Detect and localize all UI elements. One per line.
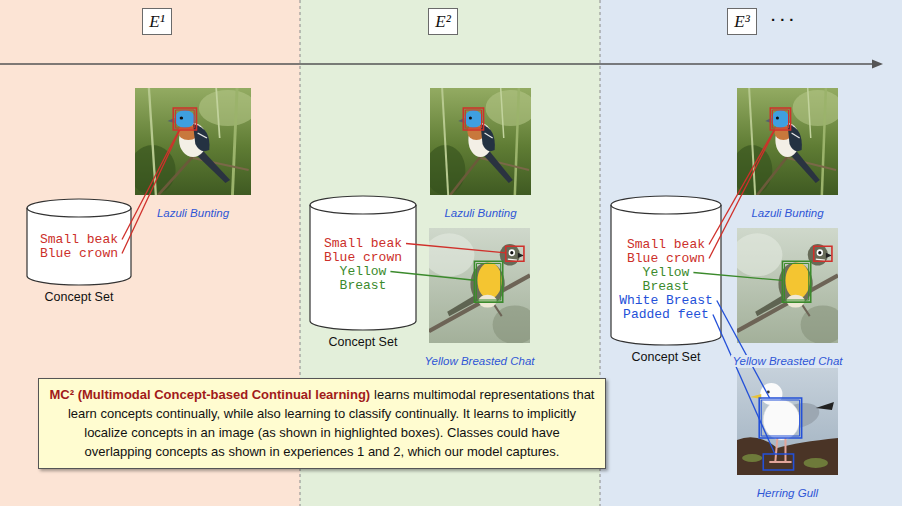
concept-text: Small beak Blue crown <box>625 238 707 266</box>
highlight-group <box>759 398 801 470</box>
concept-text: Small beak Blue crown <box>322 237 404 265</box>
bird-photo: Herring Gull <box>737 368 838 475</box>
bird-photo-image <box>737 368 838 475</box>
cylinder-body <box>27 199 131 285</box>
bird-photo-image <box>732 228 845 344</box>
highlight-box <box>476 263 500 300</box>
highlight-group <box>474 246 523 302</box>
species-caption: Herring Gull <box>755 487 820 499</box>
bird-photo: Lazuli Bunting <box>135 88 251 195</box>
highlight-group <box>173 108 196 130</box>
bird-photo-image <box>425 88 536 195</box>
note-heading: MC² (Multimodal Concept-based Continual … <box>50 387 371 402</box>
highlight-box <box>506 246 524 261</box>
cylinder-rim <box>27 208 131 217</box>
bird-photo-image <box>424 228 537 344</box>
highlight-box <box>474 261 502 302</box>
experience-label: E² <box>435 12 450 32</box>
highlight-box <box>463 108 483 130</box>
species-caption: Lazuli Bunting <box>442 207 518 219</box>
bird-photo: Yellow Breasted Chat <box>429 228 530 343</box>
timeline-arrow <box>0 63 874 64</box>
timeline-arrowhead <box>872 60 883 69</box>
concept-link <box>713 315 775 455</box>
highlight-box <box>770 108 790 130</box>
label-holder: Concept Set <box>6 290 152 304</box>
concept-set-label: Concept Set <box>6 290 152 304</box>
species-caption: Lazuli Bunting <box>749 207 825 219</box>
highlight-box <box>176 110 195 128</box>
highlight-box <box>784 263 808 300</box>
highlight-box <box>759 398 801 438</box>
cylinder-rim <box>310 205 416 214</box>
bird-photo: Lazuli Bunting <box>737 88 838 195</box>
concept-text: White Breast Padded feet <box>617 294 715 322</box>
continuation-dots: · · · <box>771 11 794 28</box>
species-caption: Yellow Breasted Chat <box>731 355 845 367</box>
concept-set-cylinder: Small beak Blue crownConcept Set <box>26 198 132 309</box>
highlight-group <box>463 108 483 130</box>
highlight-box <box>772 110 788 128</box>
highlight-box <box>782 261 810 302</box>
concept-link <box>717 301 770 399</box>
highlight-group <box>782 246 831 302</box>
species-caption: Yellow Breasted Chat <box>423 355 537 367</box>
caption-holder: Yellow Breasted Chat <box>369 351 590 369</box>
experience-box: E² <box>428 8 458 35</box>
highlight-box <box>814 246 832 261</box>
bird-photo: Yellow Breasted Chat <box>737 228 838 343</box>
concept-set-label: Concept Set <box>289 335 437 349</box>
caption-holder: Yellow Breasted Chat <box>677 351 898 369</box>
label-holder: Concept Set <box>289 335 437 349</box>
label-holder: · · · <box>771 11 794 29</box>
label-holder: Concept Set <box>590 350 742 364</box>
concept-text: Yellow Breast <box>334 265 393 293</box>
bird-photo-image <box>732 88 843 195</box>
highlight-box <box>763 454 793 470</box>
highlight-box <box>761 400 799 436</box>
experience-panel <box>600 0 902 506</box>
species-caption: Lazuli Bunting <box>155 207 231 219</box>
caption-holder: Herring Gull <box>677 483 898 501</box>
cylinder-body <box>310 196 416 330</box>
bird-photo-image <box>129 88 257 195</box>
concept-set-cylinder: Small beak Blue crownYellow BreastWhite … <box>610 195 722 369</box>
experience-box: E¹ <box>142 8 172 35</box>
concept-text: Yellow Breast <box>637 266 696 294</box>
experience-label: E¹ <box>149 12 164 32</box>
experience-label: E³ <box>734 12 749 32</box>
highlight-box <box>173 108 196 130</box>
cylinder-rim <box>611 205 721 214</box>
highlight-group <box>770 108 790 130</box>
highlight-box <box>465 110 481 128</box>
concept-text: Small beak Blue crown <box>38 233 120 261</box>
concept-link <box>406 244 506 253</box>
cylinder-body <box>611 196 721 345</box>
concept-set-label: Concept Set <box>590 350 742 364</box>
bird-photo: Lazuli Bunting <box>430 88 531 195</box>
summary-note: MC² (Multimodal Concept-based Continual … <box>38 378 606 469</box>
concept-set-cylinder: Small beak Blue crownYellow BreastConcep… <box>309 195 417 354</box>
experience-box: E³ <box>727 8 757 35</box>
